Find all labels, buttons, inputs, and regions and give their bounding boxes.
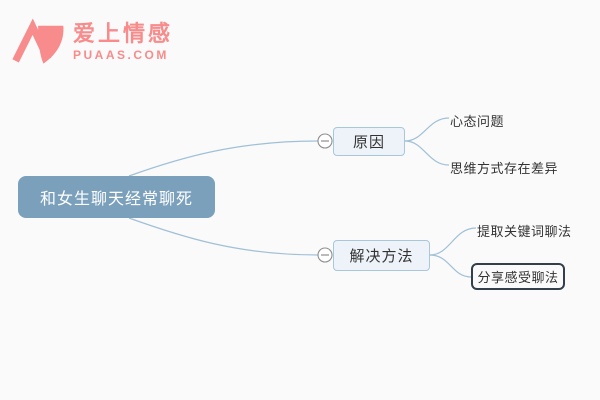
brand-domain: PUAAS.COM (73, 48, 169, 63)
brand-logo: 爱上情感 PUAAS.COM (12, 17, 173, 67)
leaf-node-share-feelings-selected[interactable]: 分享感受聊法 (471, 263, 565, 290)
root-node[interactable]: 和女生聊天经常聊死 (18, 176, 215, 218)
link-solution-keyword (429, 227, 477, 256)
collapse-minus-icon-solution[interactable] (317, 247, 333, 263)
leaf-node-mindset[interactable]: 心态问题 (450, 114, 505, 129)
link-root-solution (128, 217, 319, 256)
link-reason-thinking (404, 140, 450, 166)
leaf-node-thinking-difference[interactable]: 思维方式存在差异 (450, 161, 559, 176)
link-root-reason (128, 140, 319, 177)
brand-name: 爱上情感 (73, 20, 174, 46)
branch-node-reason[interactable]: 原因 (333, 127, 405, 156)
branch-node-solution[interactable]: 解决方法 (333, 240, 430, 271)
collapse-minus-icon-reason[interactable] (317, 133, 333, 149)
leaf-node-keyword-chat[interactable]: 提取关键词聊法 (477, 224, 572, 239)
link-solution-share (429, 254, 472, 278)
link-reason-mindset (404, 117, 450, 142)
brand-text: 爱上情感 PUAAS.COM (73, 20, 174, 63)
brand-logo-icon (12, 18, 64, 64)
